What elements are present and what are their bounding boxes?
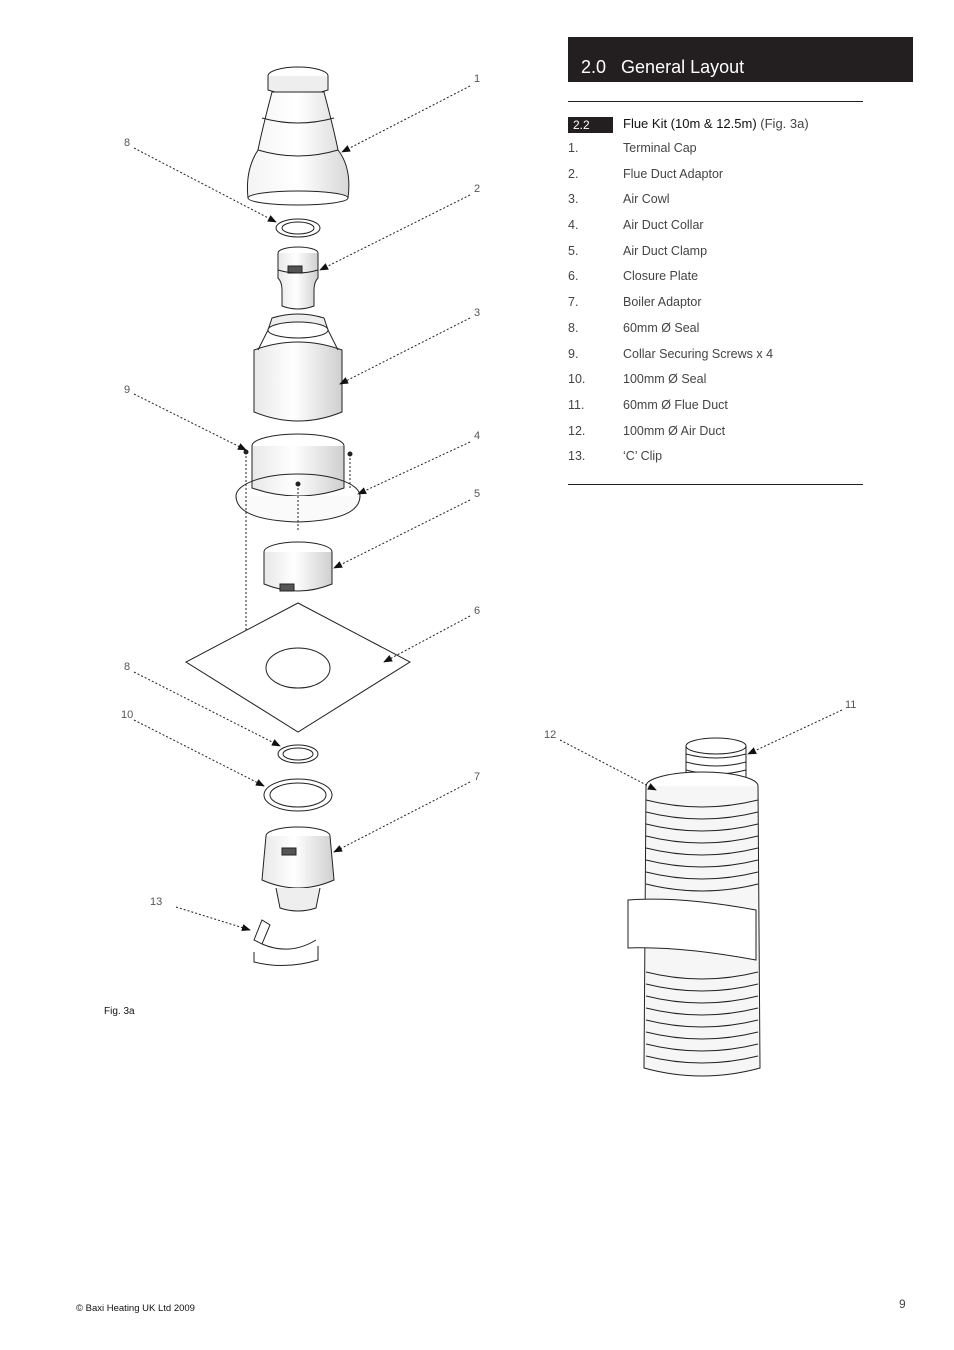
flue-duct-adaptor-part	[277, 246, 319, 310]
callout-1: 1	[474, 73, 480, 85]
callout-8-top: 8	[124, 137, 130, 149]
subsection-title: Flue Kit (10m & 12.5m) (Fig. 3a)	[623, 116, 809, 132]
list-item: 5. Air Duct Clamp	[568, 244, 868, 270]
list-item: 8. 60mm Ø Seal	[568, 321, 868, 347]
item-label: ‘C’ Clip	[623, 449, 663, 464]
item-label: Boiler Adaptor	[623, 295, 702, 310]
callout-4: 4	[474, 430, 480, 442]
callout-10: 10	[121, 709, 133, 721]
subsection-title-text: Flue Kit (10m & 12.5m)	[623, 116, 757, 131]
item-label: 100mm Ø Seal	[623, 372, 707, 387]
item-number: 4.	[568, 218, 579, 233]
callout-6: 6	[474, 605, 480, 617]
parts-list: 1. Terminal Cap 2. Flue Duct Adaptor 3. Air…	[568, 141, 868, 475]
list-item: 9. Collar Securing Screws x 4	[568, 347, 868, 373]
list-item: 6. Closure Plate	[568, 269, 868, 295]
list-item: 7. Boiler Adaptor	[568, 295, 868, 321]
copyright-footer: © Baxi Heating UK Ltd 2009	[76, 1303, 195, 1314]
list-item: 3. Air Cowl	[568, 192, 868, 218]
figure-caption: Fig. 3a	[104, 1006, 135, 1017]
callout-2: 2	[474, 183, 480, 195]
list-item: 10. 100mm Ø Seal	[568, 372, 868, 398]
c-clip-part	[253, 919, 319, 967]
item-label: 60mm Ø Seal	[623, 320, 700, 335]
item-label: Air Duct Clamp	[623, 243, 708, 258]
callout-7: 7	[474, 771, 480, 783]
list-item: 1. Terminal Cap	[568, 141, 868, 167]
item-number: 2.	[568, 166, 579, 181]
callout-11: 11	[845, 699, 856, 711]
page-number: 9	[899, 1297, 906, 1311]
item-number: 12.	[568, 423, 586, 438]
list-item: 4. Air Duct Collar	[568, 218, 868, 244]
item-number: 11.	[568, 397, 585, 412]
callout-9: 9	[124, 384, 130, 396]
list-item: 13. ‘C’ Clip	[568, 449, 868, 475]
item-number: 8.	[568, 320, 579, 335]
list-item: 12. 100mm Ø Air Duct	[568, 424, 868, 450]
item-number: 3.	[568, 192, 579, 207]
air-duct-collar-part	[235, 433, 361, 523]
closure-plate-part	[184, 602, 412, 733]
subsection-heading: 2.2 Flue Kit (10m & 12.5m) (Fig. 3a)	[568, 114, 868, 134]
list-item: 2. Flue Duct Adaptor	[568, 167, 868, 193]
callout-5: 5	[474, 488, 480, 500]
bottom-rule	[568, 484, 863, 485]
item-label: Collar Securing Screws x 4	[623, 346, 774, 361]
callout-13: 13	[150, 896, 162, 908]
item-label: Air Duct Collar	[623, 218, 704, 233]
list-item: 11. 60mm Ø Flue Duct	[568, 398, 868, 424]
air-duct-clamp-part	[263, 541, 333, 592]
callout-3: 3	[474, 307, 480, 319]
figure-reference: (Fig. 3a)	[760, 116, 809, 131]
item-label: Closure Plate	[623, 269, 699, 284]
seal-60mm-lower	[277, 744, 319, 764]
flue-and-air-ducts	[627, 737, 761, 1077]
seal-60mm-top	[275, 218, 321, 238]
item-label: 60mm Ø Flue Duct	[623, 397, 728, 412]
section-heading: 2.0 General Layout	[568, 37, 913, 82]
item-number: 7.	[568, 295, 579, 310]
section-title-text: General Layout	[621, 57, 745, 77]
item-number: 10.	[568, 372, 586, 387]
item-number: 9.	[568, 346, 579, 361]
terminal-cap-part	[247, 66, 350, 206]
callout-12: 12	[544, 729, 556, 741]
boiler-adaptor-part	[261, 826, 335, 912]
leader-lines	[133, 85, 843, 932]
item-label: Flue Duct Adaptor	[623, 166, 724, 181]
top-rule	[568, 101, 863, 102]
item-number: 6.	[568, 269, 579, 284]
subsection-number: 2.2	[568, 117, 613, 133]
seal-100mm	[263, 778, 333, 812]
item-number: 5.	[568, 243, 579, 258]
item-label: Air Cowl	[623, 192, 670, 207]
item-number: 13.	[568, 449, 586, 464]
item-label: Terminal Cap	[623, 141, 697, 155]
section-number: 2.0	[581, 57, 607, 77]
callout-8-lower: 8	[124, 661, 130, 673]
item-label: 100mm Ø Air Duct	[623, 423, 726, 438]
item-number: 1.	[568, 141, 579, 155]
air-cowl-part	[253, 313, 343, 422]
section-title: 2.0 General Layout	[581, 56, 744, 78]
